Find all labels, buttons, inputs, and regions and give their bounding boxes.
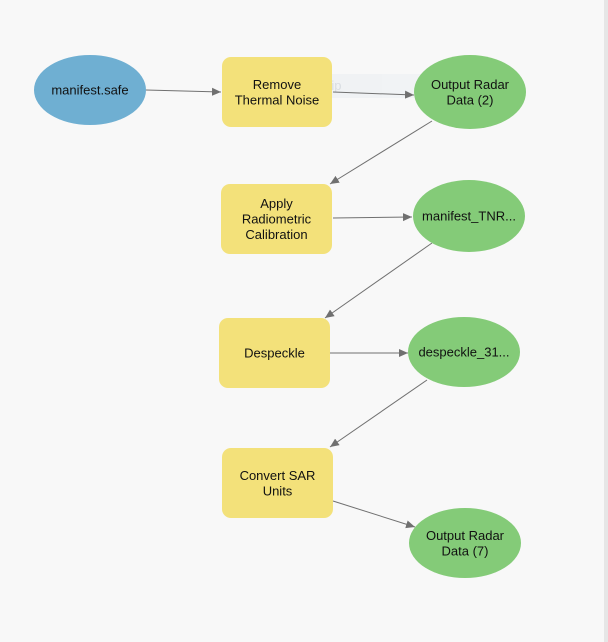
node-label: Output Radar (431, 77, 510, 92)
input-node-manifest[interactable]: manifest.safe (34, 55, 146, 125)
node-label: Convert SAR (240, 468, 316, 483)
node-label: Output Radar (426, 528, 505, 543)
connector-desp31-to-convert[interactable] (329, 379, 428, 448)
canvas-scroll-edge (604, 0, 608, 642)
node-label: Units (263, 483, 293, 498)
output-node-tnr[interactable]: manifest_TNR... (413, 180, 525, 252)
connector-out2-to-calib[interactable] (329, 120, 433, 185)
output-ellipse[interactable] (414, 55, 526, 129)
node-label: Remove (253, 77, 301, 92)
node-label: Apply (260, 196, 293, 211)
connector-manifest-to-thermal[interactable] (145, 87, 222, 96)
output-node-desp31[interactable]: despeckle_31... (408, 317, 520, 387)
output-ellipse[interactable] (413, 180, 525, 252)
connector-thermal-to-out2[interactable] (332, 90, 415, 99)
node-label: Thermal Noise (235, 92, 320, 107)
node-label: despeckle_31... (418, 345, 509, 360)
tool-box[interactable] (219, 318, 330, 388)
tool-box[interactable] (222, 448, 333, 518)
connector-calib-to-tnr[interactable] (332, 213, 413, 222)
connector-convert-to-out7[interactable] (332, 500, 416, 529)
node-label: Data (2) (447, 92, 494, 107)
node-label: Calibration (245, 227, 307, 242)
node-label: manifest.safe (51, 83, 128, 98)
node-label: Data (7) (442, 543, 489, 558)
node-label: manifest_TNR... (422, 209, 516, 224)
output-ellipse[interactable] (408, 317, 520, 387)
connectors (145, 87, 433, 529)
tool-node-despeck[interactable]: Despeckle (219, 318, 330, 388)
input-ellipse[interactable] (34, 55, 146, 125)
tool-box[interactable] (221, 184, 332, 254)
connector-tnr-to-despeck[interactable] (324, 242, 433, 319)
output-ellipse[interactable] (409, 508, 521, 578)
tool-box[interactable] (222, 57, 332, 127)
node-label: Radiometric (242, 212, 312, 227)
node-label: Despeckle (244, 346, 305, 361)
